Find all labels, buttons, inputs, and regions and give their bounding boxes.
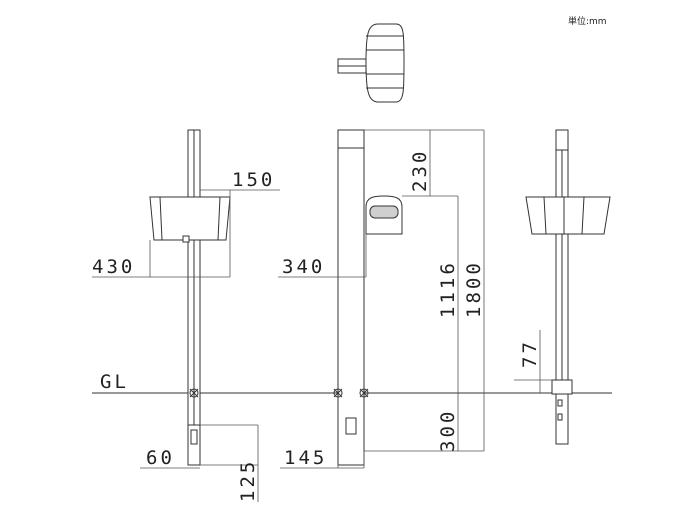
ground-label: GL	[100, 371, 129, 393]
dimension-lines-right	[514, 330, 552, 393]
top-view	[337, 23, 405, 103]
front-view	[333, 129, 403, 466]
dim-230: 230	[409, 149, 431, 192]
dimension-lines-left	[92, 189, 280, 502]
unit-label: 単位:mm	[568, 15, 607, 27]
dim-340: 340	[282, 256, 325, 278]
dim-1116: 1116	[437, 260, 459, 318]
dim-430: 430	[92, 256, 135, 278]
dim-1800: 1800	[463, 260, 485, 318]
dim-77: 77	[519, 339, 541, 368]
dimension-lines-front	[278, 129, 485, 469]
dim-150: 150	[232, 169, 275, 191]
dim-300: 300	[437, 409, 459, 452]
dim-60: 60	[146, 447, 175, 469]
dim-145: 145	[284, 447, 327, 469]
side-view-right	[525, 129, 611, 445]
dim-125: 125	[237, 459, 259, 502]
side-view-left	[149, 129, 231, 466]
